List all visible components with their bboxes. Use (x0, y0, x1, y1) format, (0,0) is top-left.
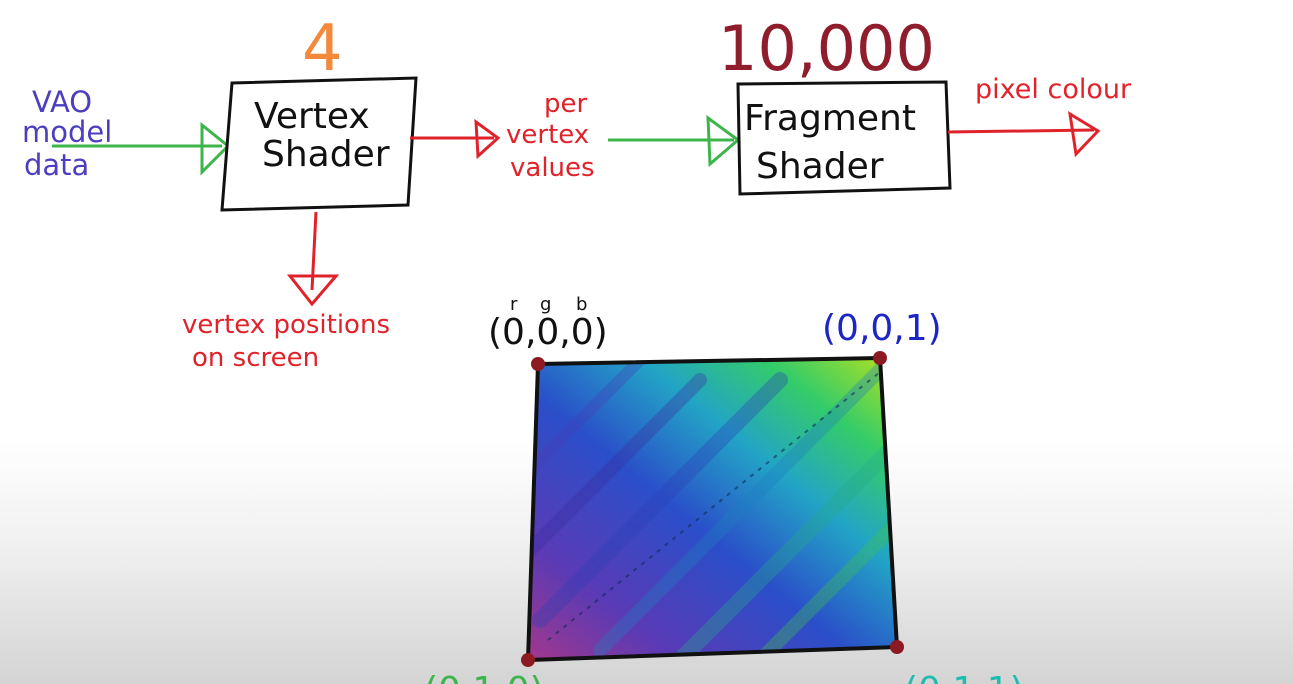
positions-arrow (286, 211, 340, 307)
per-vertex-label-line3: values (510, 153, 595, 183)
per-vertex-label-line2: vertex (506, 120, 589, 150)
corner-bottom-right: (0,1,1) (904, 670, 1024, 684)
rgb-label-g: g (540, 294, 551, 315)
vertex-dot-top-right (873, 351, 887, 365)
per-vertex-label-line1: per (544, 89, 588, 119)
vertex-dot-top-left (531, 357, 545, 371)
positions-label-line1: vertex positions (182, 310, 390, 340)
positions-label-line2: on screen (192, 343, 319, 373)
vertex-dot-bottom-left (521, 653, 535, 667)
corner-top-left: (0,0,0) (488, 312, 608, 353)
pixel-colour-label: pixel colour (975, 74, 1132, 105)
vao-label-line1: VAO (32, 85, 92, 119)
fragment-input-arrow (608, 114, 741, 168)
vertex-shader-label-line2: Shader (262, 134, 390, 175)
vertex-shader-label-line1: Vertex (254, 96, 370, 137)
vertex-shader-box: Vertex Shader (220, 76, 418, 212)
vertex-output-arrow (410, 118, 501, 160)
vertex-dot-bottom-right (890, 640, 904, 654)
fragment-shader-label-line2: Shader (756, 146, 884, 187)
fragment-count: 10,000 (718, 12, 935, 85)
vao-label-line3: data (24, 148, 89, 182)
rgb-label-r: r (510, 294, 518, 315)
input-arrow (52, 121, 231, 176)
vertex-count: 4 (302, 12, 343, 86)
corner-top-right: (0,0,1) (822, 308, 942, 349)
fragment-shader-box: Fragment Shader (736, 80, 952, 196)
fragment-output-arrow (947, 111, 1101, 158)
fragment-shader-label-line1: Fragment (744, 98, 916, 139)
vao-label-line2: model (22, 115, 112, 149)
rgb-label-b: b (576, 294, 587, 315)
corner-bottom-left: (0,1,0) (424, 670, 544, 684)
interpolated-colour-quad (521, 351, 904, 667)
